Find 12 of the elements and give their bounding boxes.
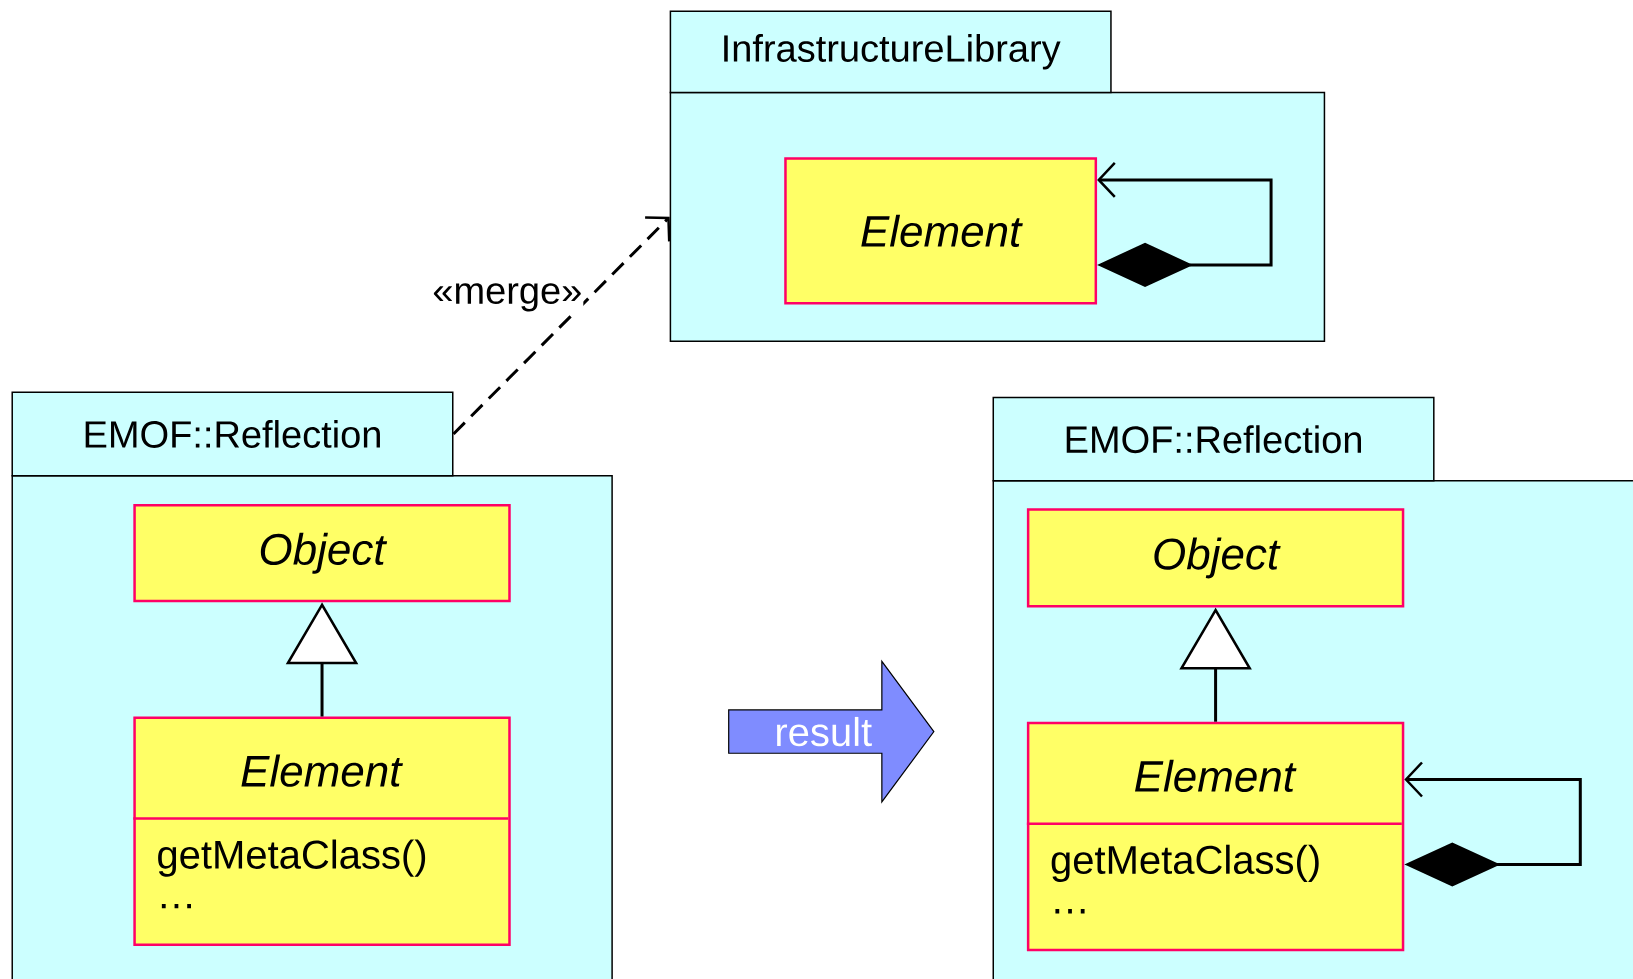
edge-label: «merge»	[431, 282, 584, 313]
arrow	[1097, 162, 1273, 287]
class-box: Object	[1026, 508, 1405, 608]
arrow	[1404, 761, 1582, 887]
class-box: Element	[784, 157, 1098, 305]
dashed-arrow	[452, 216, 671, 436]
class-box: Object	[133, 504, 511, 603]
node-label: EMOF::Reflection	[1066, 425, 1361, 454]
class-box: Element getMetaClass() …	[1026, 721, 1405, 952]
node-label: EMOF::Reflection	[85, 420, 380, 448]
node-label: InfrastructureLibrary	[724, 34, 1061, 70]
class-box: Element getMetaClass() …	[133, 716, 511, 947]
